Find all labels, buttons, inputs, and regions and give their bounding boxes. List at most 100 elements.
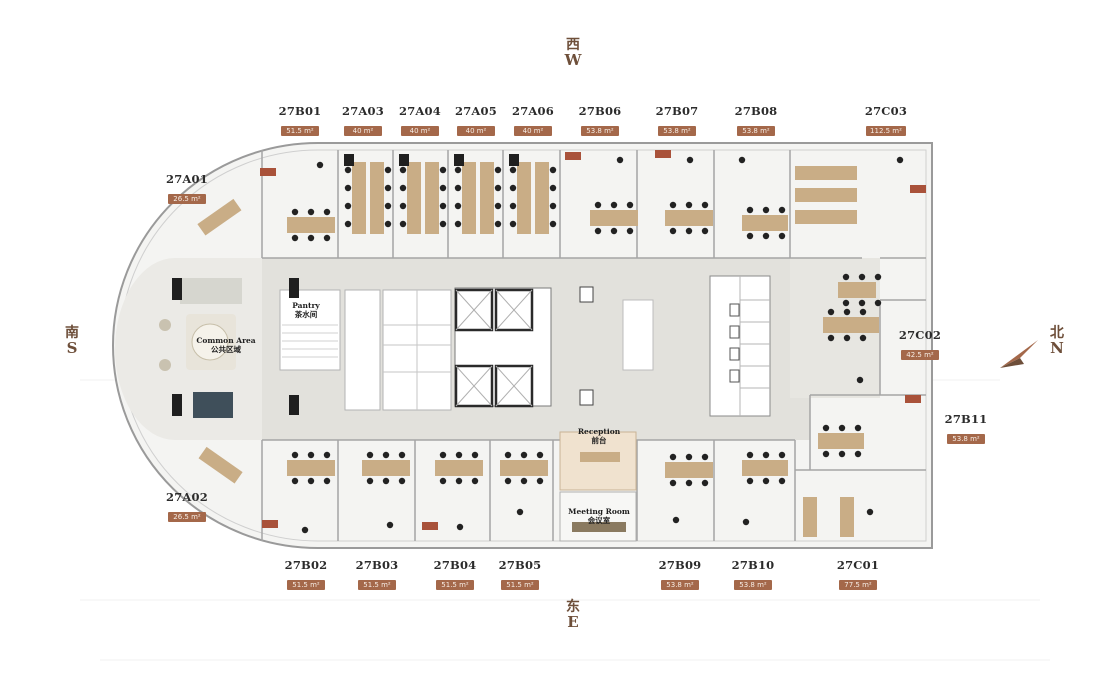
chair-icon (516, 508, 524, 516)
chair-icon (536, 477, 544, 485)
unit-area-badge: 53.8 m² (581, 126, 619, 136)
direction-east-en: E (567, 612, 579, 631)
desk (665, 210, 713, 226)
unit-label-27b11: 27B11 53.8 m² (936, 412, 996, 445)
chair-icon (301, 526, 309, 534)
unit-area-badge: 51.5 m² (501, 580, 539, 590)
chair-icon (874, 273, 882, 281)
unit-label-27b07: 27B07 53.8 m² (647, 104, 707, 137)
unit-label-27b10: 27B10 53.8 m² (723, 558, 783, 591)
chair-icon (384, 220, 392, 228)
unit-code: 27B03 (355, 558, 399, 572)
chair-icon (494, 184, 502, 192)
chair-icon (610, 227, 618, 235)
chair-icon (520, 451, 528, 459)
desk (818, 433, 864, 449)
unit-area-badge: 26.5 m² (168, 194, 206, 204)
chair-icon (307, 451, 315, 459)
chair-icon (778, 232, 786, 240)
chair-icon (384, 184, 392, 192)
desk (480, 162, 494, 234)
direction-west-cn: 西 (566, 37, 580, 53)
chair-icon (439, 202, 447, 210)
desk (742, 215, 788, 231)
chair-icon (626, 227, 634, 235)
unit-label-27c03: 27C03 112.5 m² (856, 104, 916, 137)
desk (435, 460, 483, 476)
chair-icon (701, 453, 709, 461)
unit-area-badge: 53.8 m² (734, 580, 772, 590)
room-label-common-area: Common Area 公共区域 (196, 336, 256, 354)
unit-label-27b02: 27B02 51.5 m² (276, 558, 336, 591)
room-label-en: Common Area (196, 336, 256, 345)
unit-label-27b08: 27B08 53.8 m² (726, 104, 786, 137)
column (509, 154, 519, 166)
unit-area-badge: 40 m² (344, 126, 382, 136)
chair-icon (762, 477, 770, 485)
room-label-cn: 前台 (591, 435, 607, 445)
chair-icon (439, 220, 447, 228)
chair-icon (386, 521, 394, 529)
unit-code: 27A05 (455, 104, 497, 118)
unit-label-27c01: 27C01 77.5 m² (828, 558, 888, 591)
room-label-en: Meeting Room (568, 507, 630, 516)
unit-area-badge: 77.5 m² (839, 580, 877, 590)
direction-north-cn: 北 (1050, 325, 1064, 341)
chair-icon (454, 166, 462, 174)
unit-code: 27C03 (864, 104, 908, 118)
chair-icon (454, 202, 462, 210)
unit-label-27a03: 27A03 40 m² (333, 104, 393, 137)
chair-icon (439, 184, 447, 192)
cabinet (260, 168, 276, 176)
unit-area-badge: 26.5 m² (168, 512, 206, 522)
room-label-reception: Reception 前台 (573, 427, 625, 445)
chair-icon (685, 479, 693, 487)
chair-icon (307, 477, 315, 485)
chair-icon (685, 453, 693, 461)
chair-icon (778, 206, 786, 214)
direction-north: 北 N (1047, 326, 1067, 356)
unit-label-27b01: 27B01 51.5 m² (270, 104, 330, 137)
desk (795, 210, 857, 224)
column (399, 154, 409, 166)
chair-icon (762, 206, 770, 214)
chair-icon (509, 184, 517, 192)
unit-label-27a06: 27A06 40 m² (503, 104, 563, 137)
chair-icon (323, 208, 331, 216)
chair-icon (382, 477, 390, 485)
unit-label-27a04: 27A04 40 m² (390, 104, 450, 137)
chair-icon (454, 184, 462, 192)
chair-icon (471, 477, 479, 485)
desk (352, 162, 366, 234)
chair-icon (494, 202, 502, 210)
unit-code: 27B10 (731, 558, 775, 572)
desk (425, 162, 439, 234)
desk (795, 166, 857, 180)
unit-code: 27B01 (278, 104, 322, 118)
room-label-pantry: Pantry 茶水间 (288, 301, 324, 319)
unit-area-badge: 51.5 m² (436, 580, 474, 590)
chair-icon (344, 166, 352, 174)
unit-area-badge: 53.8 m² (737, 126, 775, 136)
chair-icon (610, 201, 618, 209)
chair-icon (854, 450, 862, 458)
chair-icon (746, 232, 754, 240)
unit-code: 27B04 (433, 558, 477, 572)
unit-code: 27B02 (284, 558, 328, 572)
unit-area-badge: 53.8 m² (947, 434, 985, 444)
chair-icon (827, 334, 835, 342)
column (344, 154, 354, 166)
chair-icon (685, 227, 693, 235)
unit-code: 27B06 (578, 104, 622, 118)
chair-icon (616, 156, 624, 164)
chair-icon (291, 234, 299, 242)
desk (287, 217, 335, 233)
chair-icon (494, 220, 502, 228)
chair-icon (859, 334, 867, 342)
chair-icon (399, 184, 407, 192)
desk (517, 162, 531, 234)
cabinet (262, 520, 278, 528)
unit-area-badge: 53.8 m² (658, 126, 696, 136)
room-label-en: Pantry (292, 301, 320, 310)
chair-icon (746, 451, 754, 459)
